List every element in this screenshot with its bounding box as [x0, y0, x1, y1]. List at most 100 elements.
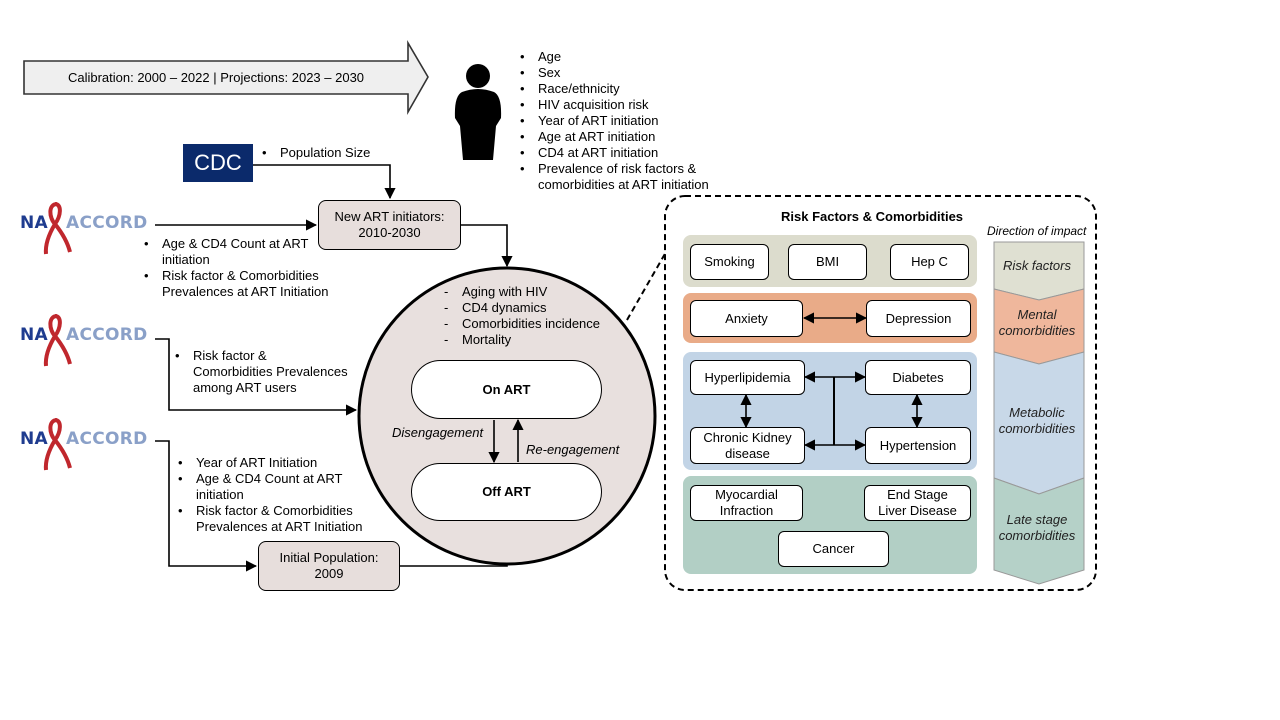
attribute-item: Sex [520, 65, 709, 81]
diabetes-label: Diabetes [892, 369, 944, 385]
process-item: Comorbidities incidence [444, 316, 600, 332]
source3-connector [155, 440, 258, 572]
attribute-line: comorbidities at ART initiation [538, 177, 709, 192]
esld-line: Liver Disease [878, 503, 957, 518]
source1-line: initiation [162, 252, 210, 267]
attribute-item: Age at ART initiation [520, 129, 709, 145]
na-accord-letters-left: NA [20, 213, 49, 233]
na-accord-ribbon-icon: NA ACCORD [20, 202, 148, 255]
initial-population-line: Initial Population: [279, 550, 379, 565]
off-art-label: Off ART [482, 484, 531, 499]
cdc-logo-text: CDC [194, 150, 242, 175]
impact-label-metabolic: Metabolic comorbidities [991, 405, 1083, 437]
attribute-item: CD4 at ART initiation [520, 145, 709, 161]
source1-line: Risk factor & Comorbidities [162, 268, 319, 283]
direction-title: Direction of impact [987, 224, 1087, 238]
hyperlipidemia-label: Hyperlipidemia [704, 369, 791, 385]
on-art-state: On ART [411, 360, 602, 419]
source3-line: initiation [196, 487, 244, 502]
source1-inputs: Age & CD4 Count at ART initiation Risk f… [144, 236, 328, 300]
na-accord-letters-right: ACCORD [66, 213, 148, 233]
source1-line: Prevalences at ART Initiation [162, 284, 329, 299]
source3-line: Risk factor & Comorbidities [196, 503, 353, 518]
source2-item: Risk factor & Comorbidities Prevalences … [175, 348, 348, 396]
impact-label-line: comorbidities [998, 421, 1076, 436]
source2-connector [155, 338, 358, 416]
na-accord-letters-left: NA [20, 325, 49, 345]
on-art-label: On ART [482, 381, 531, 397]
source2-line: Comorbidities Prevalences [193, 364, 348, 379]
cdc-logo: CDC [183, 144, 253, 182]
disengagement-label: Disengagement [392, 425, 484, 440]
source1-item: Age & CD4 Count at ART initiation [144, 236, 328, 268]
attribute-item: Race/ethnicity [520, 81, 709, 97]
process-item: Aging with HIV [444, 284, 600, 300]
new-art-initiators-box: New ART initiators: 2010-2030 [318, 200, 461, 250]
person-attributes-list: Age Sex Race/ethnicity HIV acquisition r… [520, 49, 709, 193]
impact-label-risk-factors: Risk factors [991, 258, 1083, 274]
esld-line: End Stage [887, 487, 948, 502]
source2-line: among ART users [193, 380, 297, 395]
attribute-line: Prevalence of risk factors & [538, 161, 697, 176]
anxiety-label: Anxiety [725, 310, 768, 326]
process-item: CD4 dynamics [444, 300, 600, 316]
depression-box: Depression [866, 300, 971, 337]
mi-box: Myocardial Infraction [690, 485, 803, 521]
hypertension-label: Hypertension [879, 437, 957, 453]
esld-box: End Stage Liver Disease [864, 485, 971, 521]
source1-item: Risk factor & Comorbidities Prevalences … [144, 268, 328, 300]
impact-level-late-stage [993, 477, 1085, 585]
source2-line: Risk factor & [193, 348, 267, 363]
na-accord-letters-right: ACCORD [66, 429, 148, 449]
na-accord-letters-right: ACCORD [66, 325, 148, 345]
impact-label-line: Metabolic [1009, 405, 1065, 420]
attribute-item: Prevalence of risk factors & comorbiditi… [520, 161, 709, 193]
ckd-box: Chronic Kidney disease [690, 427, 805, 464]
initial-population-line: 2009 [314, 566, 344, 581]
source3-item: Year of ART Initiation [178, 455, 362, 471]
impact-label-line: Late stage [1006, 512, 1068, 527]
impact-label-line: comorbidities [998, 528, 1076, 543]
bmi-label: BMI [815, 254, 840, 269]
diabetes-box: Diabetes [865, 360, 971, 395]
cancer-box: Cancer [778, 531, 889, 567]
hyperlipidemia-box: Hyperlipidemia [690, 360, 805, 395]
hepc-label: Hep C [911, 254, 948, 269]
reengagement-label: Re-engagement [526, 442, 620, 457]
cdc-input-list: Population Size [262, 145, 370, 161]
na-accord-ribbon-icon: NA ACCORD [20, 418, 148, 471]
cdc-connector [253, 164, 396, 200]
impact-label-line: Mental [1017, 307, 1057, 322]
mi-line: Infraction [719, 503, 774, 518]
person-icon [454, 64, 502, 160]
zoom-connector [626, 251, 667, 321]
source2-inputs: Risk factor & Comorbidities Prevalences … [175, 348, 348, 396]
source3-line: Prevalences at ART Initiation [196, 519, 363, 534]
cdc-input-item: Population Size [262, 145, 370, 161]
impact-label-line: Risk factors [1003, 258, 1071, 273]
direction-of-impact-column [993, 241, 1085, 585]
impact-label-late-stage: Late stage comorbidities [991, 512, 1083, 544]
initial-population-box: Initial Population: 2009 [258, 541, 400, 591]
source1-line: Age & CD4 Count at ART [162, 236, 309, 251]
na-accord-logo: NA ACCORD [18, 196, 148, 256]
timeline-arrow [23, 40, 429, 116]
na-accord-logo: NA ACCORD [18, 412, 148, 472]
mi-line: Myocardial [715, 487, 778, 502]
source3-item: Risk factor & Comorbidities Prevalences … [178, 503, 362, 535]
timeline-label: Calibration: 2000 – 2022 | Projections: … [67, 70, 365, 85]
ckd-line: disease [725, 445, 770, 461]
model-processes-list: Aging with HIV CD4 dynamics Comorbiditie… [444, 284, 600, 348]
na-accord-letters-left: NA [20, 429, 49, 449]
anxiety-box: Anxiety [690, 300, 803, 337]
source3-line: Age & CD4 Count at ART [196, 471, 343, 486]
na-accord-logo: NA ACCORD [18, 308, 148, 368]
new-initiators-line: New ART initiators: [334, 209, 445, 224]
attribute-item: Year of ART initiation [520, 113, 709, 129]
source3-item: Age & CD4 Count at ART initiation [178, 471, 362, 503]
attribute-item: HIV acquisition risk [520, 97, 709, 113]
depression-label: Depression [885, 310, 952, 326]
process-item: Mortality [444, 332, 600, 348]
impact-label-mental: Mental comorbidities [991, 307, 1083, 339]
na-accord-ribbon-icon: NA ACCORD [20, 314, 148, 367]
